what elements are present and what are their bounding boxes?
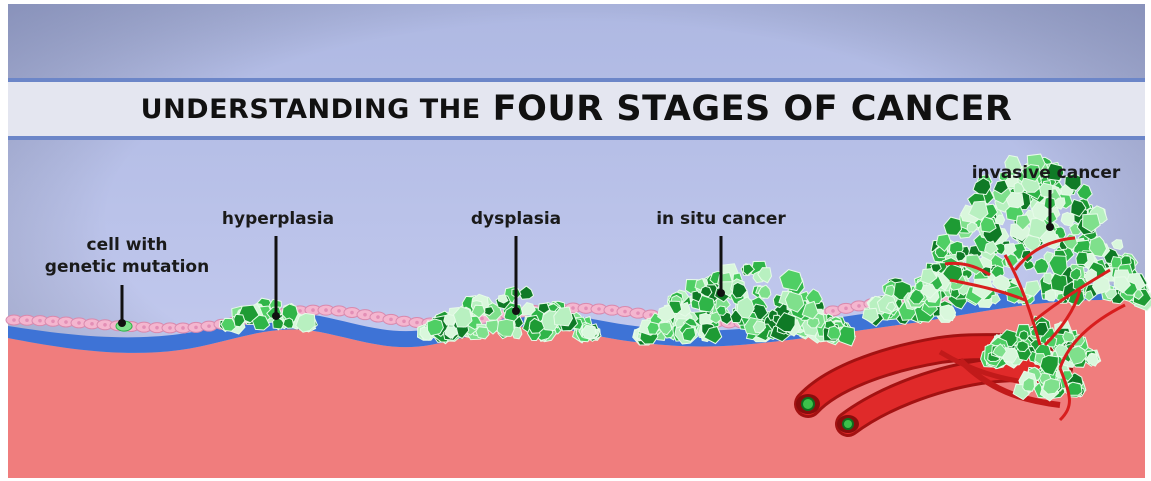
- cell-nucleus: [142, 325, 146, 329]
- cell-nucleus: [25, 318, 29, 322]
- cell-nucleus: [623, 310, 627, 314]
- label-invasive-cancer: invasive cancer: [944, 162, 1148, 184]
- invasive-cell: [1045, 290, 1056, 301]
- cell-nucleus: [337, 309, 341, 313]
- dysplasia-cell: [444, 314, 456, 325]
- cell-nucleus: [194, 326, 198, 330]
- cell-nucleus: [597, 307, 601, 311]
- vessel-cancer-cell: [843, 419, 853, 429]
- cell-nucleus: [389, 318, 393, 322]
- cell-nucleus: [350, 311, 354, 315]
- cell-nucleus: [207, 324, 211, 328]
- pointer-dot: [118, 319, 126, 327]
- invasive-cell: [1076, 252, 1088, 265]
- title-part-2: FOUR STAGES OF CANCER: [493, 89, 1013, 129]
- banner-bottom-border: [8, 136, 1145, 140]
- cell-nucleus: [844, 307, 848, 311]
- label-line-2: genetic mutation: [20, 256, 234, 278]
- cell-nucleus: [155, 326, 159, 330]
- invasive-cell: [1034, 258, 1049, 273]
- label-dysplasia: dysplasia: [440, 208, 592, 230]
- invasive-cell: [1017, 341, 1029, 352]
- cell-nucleus: [168, 326, 172, 330]
- dysplasia-cell: [497, 319, 514, 336]
- label-in-situ-cancer: in situ cancer: [626, 208, 816, 230]
- cell-nucleus: [402, 319, 406, 323]
- banner-top-border: [8, 78, 1145, 82]
- cell-nucleus: [12, 318, 16, 322]
- cell-nucleus: [298, 309, 302, 313]
- pointer-dot: [1046, 223, 1054, 231]
- cell-nucleus: [90, 322, 94, 326]
- label-hyperplasia: hyperplasia: [196, 208, 360, 230]
- cell-nucleus: [324, 308, 328, 312]
- page-title: UNDERSTANDING THE FOUR STAGES OF CANCER: [8, 86, 1145, 132]
- cell-nucleus: [77, 321, 81, 325]
- cell-nucleus: [64, 320, 68, 324]
- invasive-cell: [1111, 257, 1121, 269]
- label-line-1: cell with: [20, 234, 234, 256]
- cell-nucleus: [376, 315, 380, 319]
- cell-nucleus: [181, 326, 185, 330]
- cell-nucleus: [415, 321, 419, 325]
- title-part-1: UNDERSTANDING THE: [141, 94, 481, 125]
- cell-nucleus: [636, 311, 640, 315]
- pointer-dot: [272, 312, 280, 320]
- cell-nucleus: [584, 307, 588, 311]
- invasive-cell: [1019, 331, 1028, 341]
- cell-nucleus: [831, 309, 835, 313]
- vessel-cancer-cell: [802, 398, 814, 410]
- pointer-dot: [717, 289, 725, 297]
- cell-nucleus: [571, 306, 575, 310]
- cell-nucleus: [480, 317, 484, 321]
- cell-nucleus: [38, 319, 42, 323]
- dysplasia-cell: [476, 327, 489, 339]
- cell-nucleus: [610, 308, 614, 312]
- label-cell-with-genetic-mutation: cell with genetic mutation: [20, 234, 234, 278]
- cell-nucleus: [857, 304, 861, 308]
- cell-nucleus: [51, 319, 55, 323]
- pointer-dot: [512, 307, 520, 315]
- cell-nucleus: [363, 313, 367, 317]
- cell-nucleus: [311, 308, 315, 312]
- cell-nucleus: [103, 323, 107, 327]
